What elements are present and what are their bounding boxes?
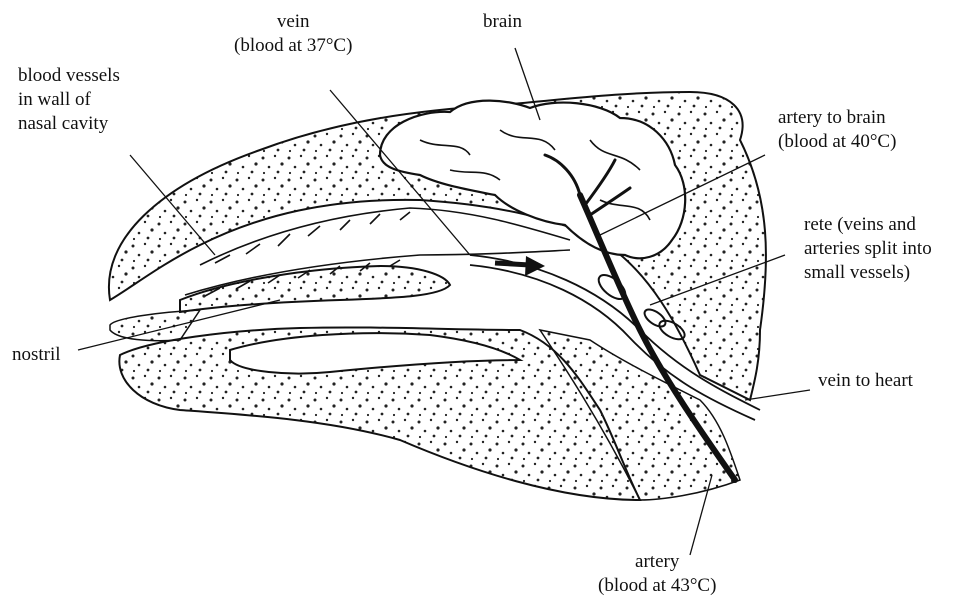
label-vein-line1: vein <box>234 10 352 34</box>
label-rete: rete (veins and arteries split into smal… <box>804 213 932 285</box>
label-vein-to-heart: vein to heart <box>818 369 913 393</box>
label-vein-line2: (blood at 37°C) <box>234 34 352 58</box>
label-artery: artery (blood at 43°C) <box>598 550 716 598</box>
label-artery-to-brain: artery to brain (blood at 40°C) <box>778 106 896 154</box>
label-brain: brain <box>483 10 522 34</box>
label-vein: vein (blood at 37°C) <box>234 10 352 58</box>
label-nostril: nostril <box>12 343 61 367</box>
label-blood-vessels: blood vessels in wall of nasal cavity <box>18 64 120 136</box>
